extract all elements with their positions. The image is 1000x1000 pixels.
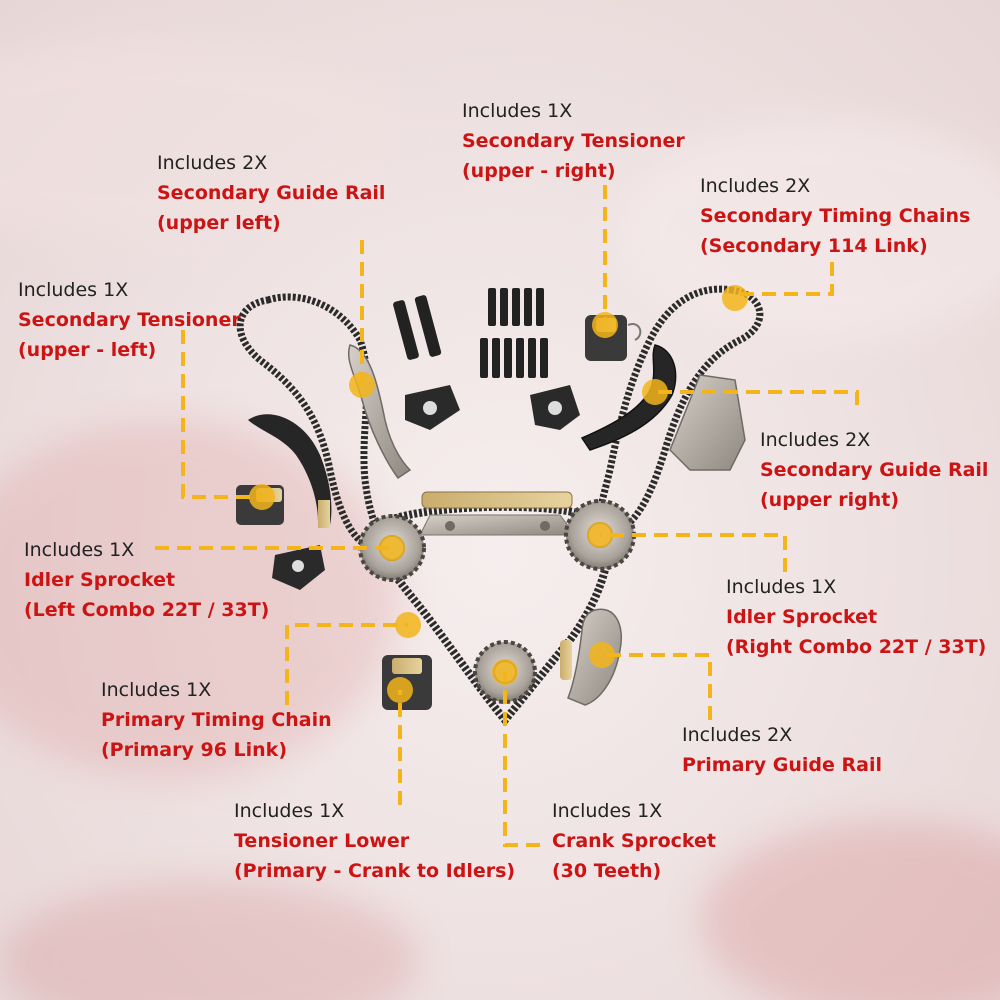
callout-part-detail: (Primary 96 Link)	[101, 739, 288, 761]
callout-part-detail: (upper right)	[760, 489, 900, 511]
callout-quantity: Includes 1X	[462, 100, 573, 122]
callout-quantity: Includes 1X	[552, 800, 663, 822]
background-blur	[0, 880, 420, 1000]
callout-part-name: Secondary Tensioner	[462, 130, 685, 152]
background-blur	[0, 40, 400, 240]
callout-part-name: Tensioner Lower	[234, 830, 410, 852]
cam-actuator	[669, 374, 746, 471]
callout-part-name: Primary Timing Chain	[101, 709, 332, 731]
callout-part-detail: (Secondary 114 Link)	[700, 235, 928, 257]
callout-sec-timing-chains: Includes 2X Secondary Timing Chains (Sec…	[700, 171, 970, 261]
callout-part-name: Secondary Guide Rail	[157, 182, 386, 204]
callout-quantity: Includes 2X	[700, 175, 811, 197]
callout-quantity: Includes 2X	[682, 724, 793, 746]
callout-sec-guide-rail-upper-left: Includes 2X Secondary Guide Rail (upper …	[157, 148, 385, 238]
callout-quantity: Includes 1X	[24, 539, 135, 561]
bolt-set	[393, 288, 548, 378]
callout-quantity: Includes 1X	[101, 679, 212, 701]
callout-quantity: Includes 1X	[18, 279, 129, 301]
callout-quantity: Includes 1X	[726, 576, 837, 598]
callout-crank-sprocket: Includes 1X Crank Sprocket (30 Teeth)	[552, 796, 716, 886]
primary-timing-chain	[377, 502, 612, 727]
callout-sec-tensioner-upper-left: Includes 1X Secondary Tensioner (upper -…	[18, 275, 241, 365]
callout-part-name: Secondary Timing Chains	[700, 205, 971, 227]
callout-idler-sprocket-left: Includes 1X Idler Sprocket (Left Combo 2…	[24, 535, 269, 625]
gasket-left	[405, 385, 460, 430]
callout-part-name: Secondary Tensioner	[18, 309, 241, 331]
callout-part-detail: (Right Combo 22T / 33T)	[726, 636, 987, 658]
callout-part-detail: (upper - right)	[462, 160, 616, 182]
callout-part-name: Primary Guide Rail	[682, 754, 883, 776]
callout-primary-guide-rail: Includes 2X Primary Guide Rail	[682, 720, 882, 780]
callout-part-detail: (30 Teeth)	[552, 860, 662, 882]
callout-quantity: Includes 2X	[157, 152, 268, 174]
callout-part-name: Idler Sprocket	[24, 569, 176, 591]
secondary-guide-rail-upper-left	[348, 344, 412, 480]
gasket-lower-left	[272, 545, 325, 590]
gasket-right	[530, 385, 580, 430]
callout-part-detail: (Left Combo 22T / 33T)	[24, 599, 270, 621]
callout-primary-timing-chain: Includes 1X Primary Timing Chain (Primar…	[101, 675, 332, 765]
callout-tensioner-lower: Includes 1X Tensioner Lower (Primary - C…	[234, 796, 515, 886]
callout-sec-guide-rail-upper-right: Includes 2X Secondary Guide Rail (upper …	[760, 425, 988, 515]
callout-quantity: Includes 1X	[234, 800, 345, 822]
callout-part-detail: (upper left)	[157, 212, 281, 234]
upper-primary-guide	[419, 491, 576, 536]
callout-part-detail: (Primary - Crank to Idlers)	[234, 860, 516, 882]
callout-part-detail: (upper - left)	[18, 339, 157, 361]
callout-part-name: Crank Sprocket	[552, 830, 716, 852]
callout-sec-tensioner-upper-right: Includes 1X Secondary Tensioner (upper -…	[462, 96, 685, 186]
callout-quantity: Includes 2X	[760, 429, 871, 451]
secondary-tensioner-arm-left	[248, 414, 332, 528]
callout-part-name: Secondary Guide Rail	[760, 459, 989, 481]
callout-idler-sprocket-right: Includes 1X Idler Sprocket (Right Combo …	[726, 572, 986, 662]
callout-part-name: Idler Sprocket	[726, 606, 878, 628]
leader-lines	[155, 185, 859, 847]
leader-endpoints	[249, 285, 748, 703]
